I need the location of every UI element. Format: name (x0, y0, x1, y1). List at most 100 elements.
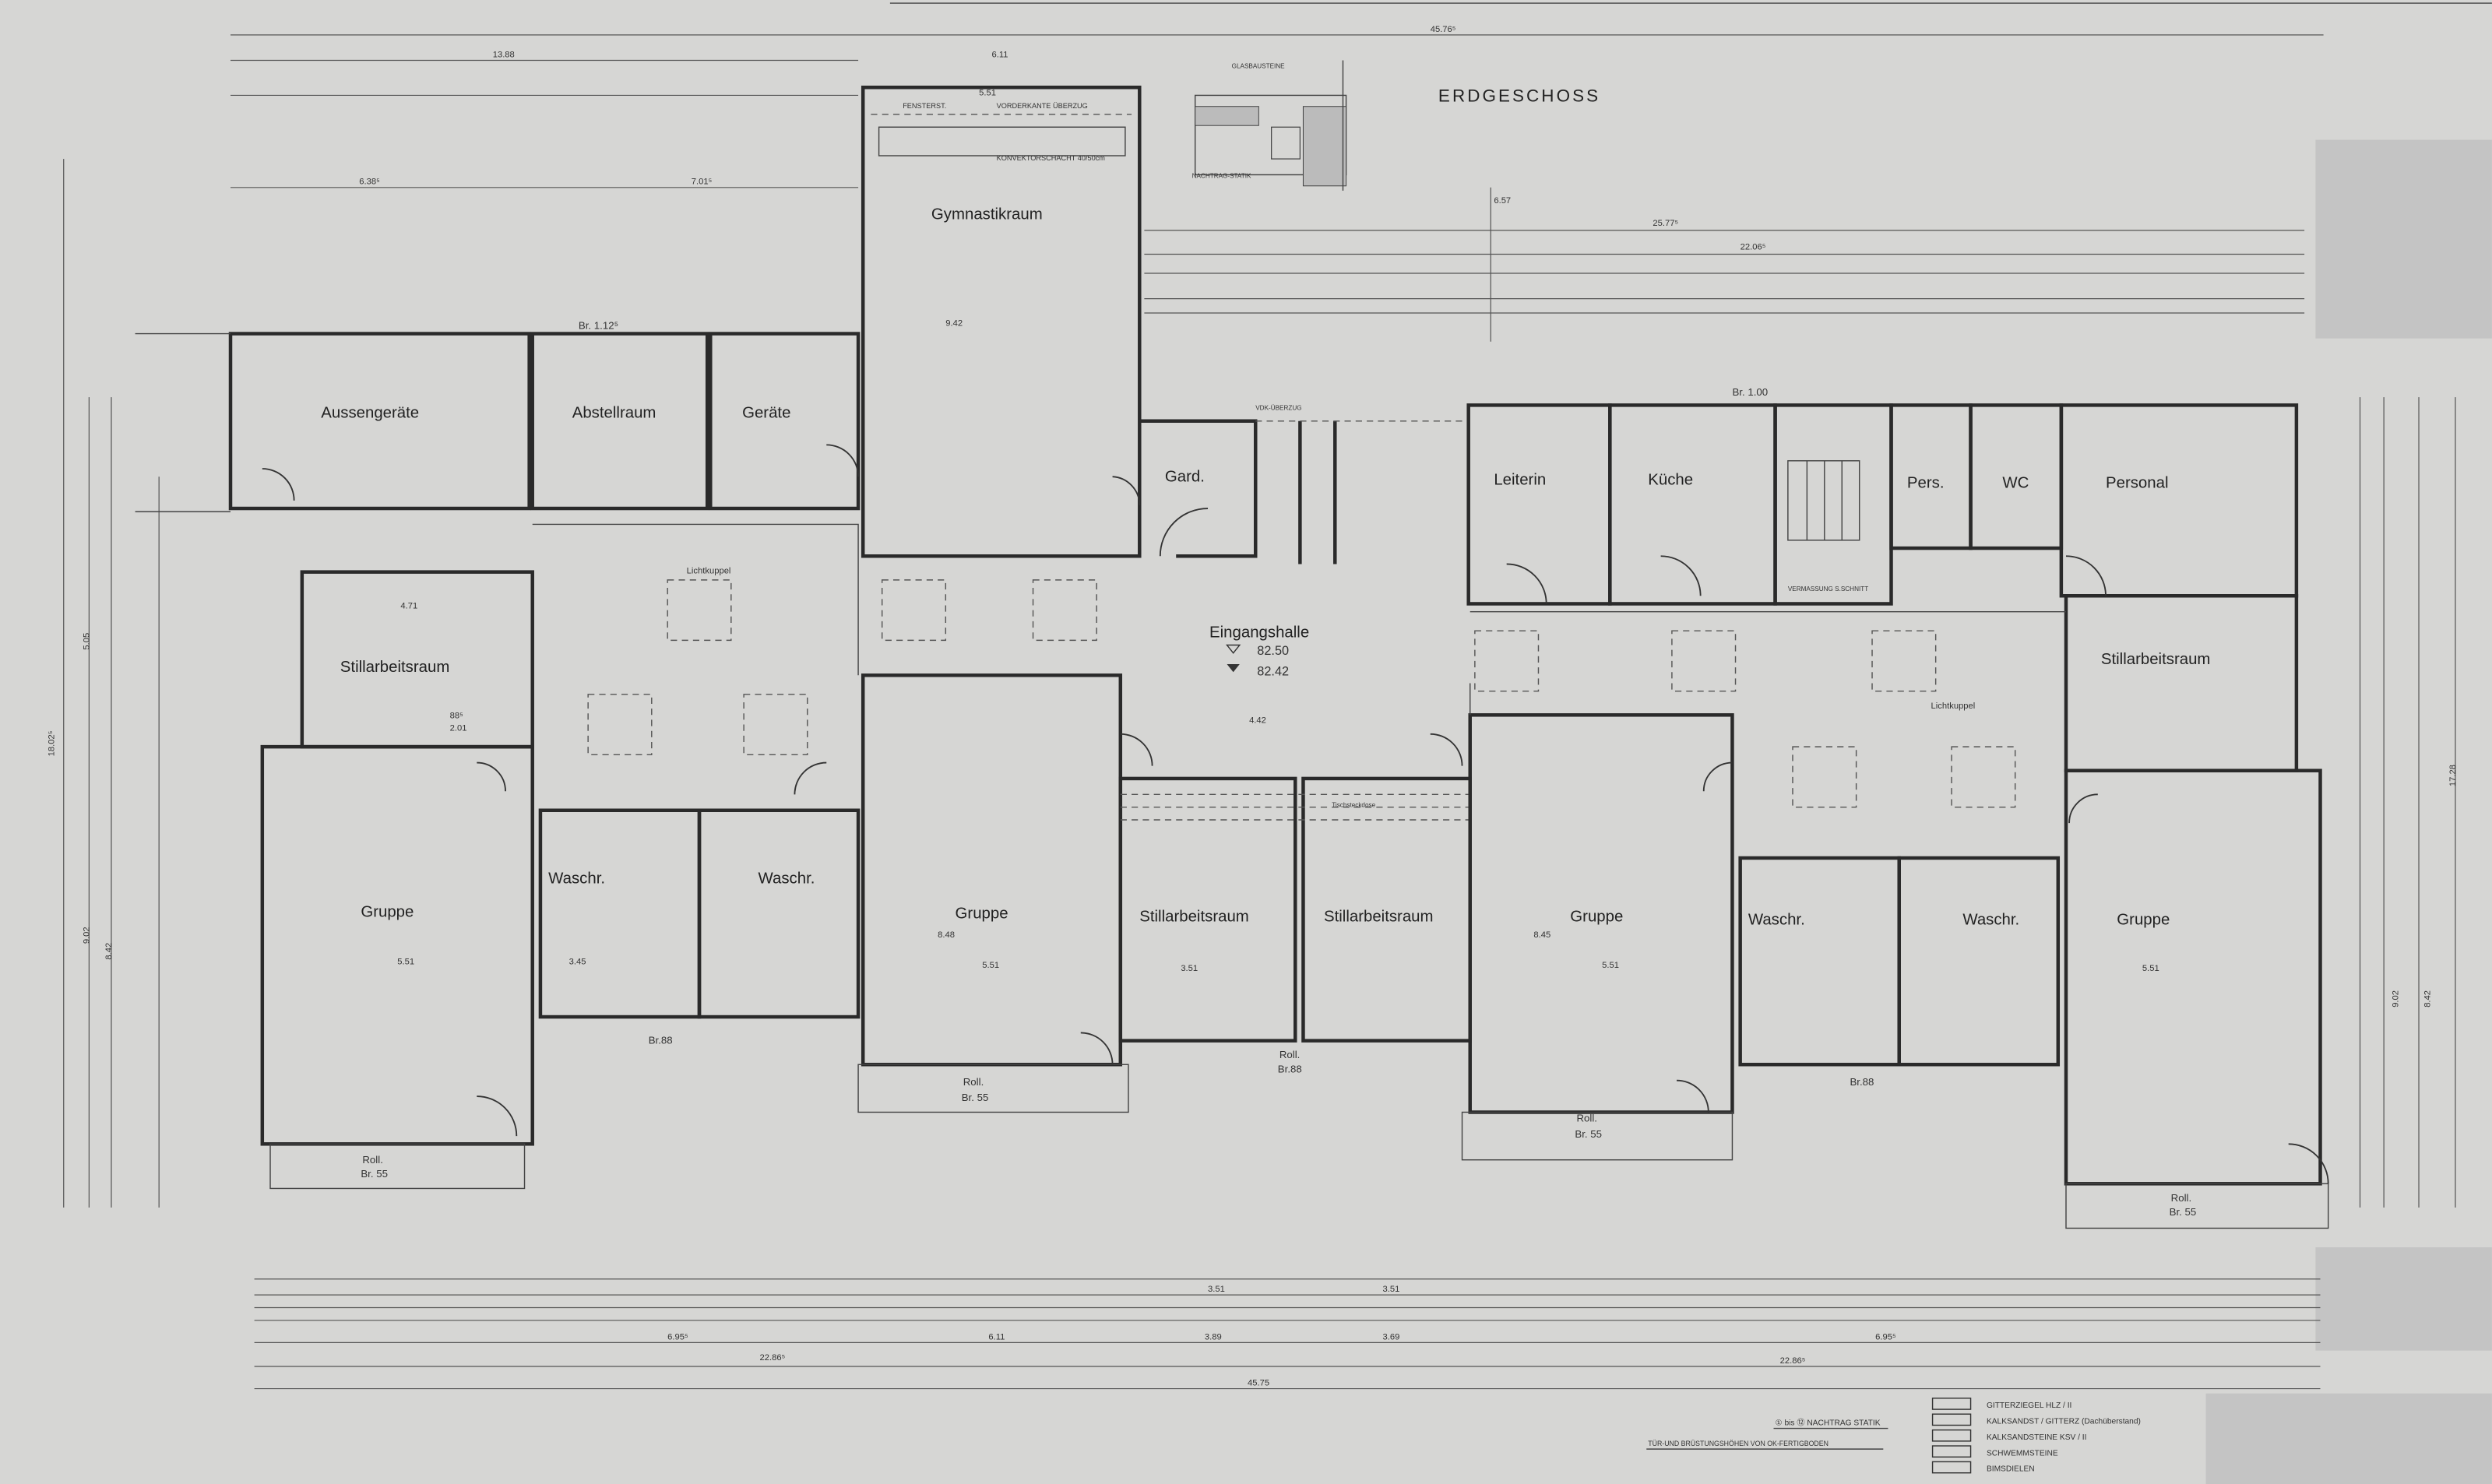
legend-item: SCHWEMMSTEINE (1987, 1449, 2058, 1458)
room-waschraum: Waschr. (759, 870, 815, 888)
dim-505: 5.05 (82, 633, 91, 650)
dim-845: 8.45 (1533, 930, 1550, 940)
dim-842r: 8.42 (2423, 990, 2432, 1008)
dim-902: 9.02 (82, 927, 91, 944)
dim-351b: 3.51 (1208, 1285, 1225, 1294)
room-waschraum: Waschr. (1962, 912, 2019, 929)
dim-345: 3.45 (569, 958, 586, 967)
lichtkuppel-label: Lichtkuppel (1931, 702, 1976, 711)
dim-638: 6.38⁵ (359, 178, 380, 187)
room-stillarbeitsraum: Stillarbeitsraum (340, 659, 450, 676)
room-stillarbeitsraum: Stillarbeitsraum (1324, 909, 1434, 926)
note-roll: Roll. (1576, 1113, 1597, 1124)
legend-item: GITTERZIEGEL HLZ / II (1987, 1401, 2071, 1410)
dim-695: 6.95⁵ (667, 1332, 688, 1342)
note-roll: Roll. (2171, 1192, 2192, 1204)
note-nachtrag: NACHTRAG-STATIK (1192, 173, 1251, 180)
room-gruppe: Gruppe (2117, 912, 2170, 929)
room-garderobe: Gard. (1165, 468, 1205, 485)
legend-item: BIMSDIELEN (1987, 1465, 2035, 1474)
note-vermassung: VERMASSUNG S.SCHNITT (1788, 586, 1868, 593)
dim-657: 6.57 (1494, 196, 1511, 206)
room-eingangshalle: Eingangshalle (1209, 624, 1309, 641)
room-kueche: Küche (1648, 471, 1693, 488)
dim-611b: 6.11 (988, 1332, 1005, 1342)
note-glasbausteine: GLASBAUSTEINE (1232, 63, 1286, 70)
dim-2577: 25.77⁵ (1653, 219, 1678, 228)
note-br55: Br. 55 (361, 1168, 388, 1180)
room-wc: WC (2002, 474, 2029, 491)
dim-551c: 5.51 (982, 961, 999, 970)
mask-patch (2315, 139, 2492, 339)
section-detail (1194, 60, 1347, 191)
room-stillarbeitsraum: Stillarbeitsraum (2101, 651, 2211, 668)
dim-total-bottom: 45.75 (1248, 1378, 1269, 1387)
room-geraete: Geräte (742, 405, 790, 422)
dim-471: 4.71 (400, 602, 417, 611)
dim-848: 8.48 (938, 930, 955, 940)
dim-1388: 13.88 (493, 50, 515, 59)
dim-942: 9.42 (945, 318, 963, 328)
note-fenster: FENSTERST. (903, 102, 946, 110)
dim-902r: 9.02 (2391, 990, 2400, 1008)
note-vorderkante: VORDERKANTE ÜBERZUG (997, 102, 1088, 110)
dim-2286: 22.86⁵ (760, 1353, 786, 1363)
room-gruppe: Gruppe (956, 906, 1008, 923)
room-abstellraum: Abstellraum (572, 405, 656, 422)
room-gruppe: Gruppe (1570, 909, 1623, 926)
note-roll: Roll. (1279, 1049, 1301, 1060)
legend-item: KALKSANDST / GITTERZ (Dachüberstand) (1987, 1417, 2141, 1426)
room-waschraum: Waschr. (1748, 912, 1805, 929)
dim-389: 3.89 (1205, 1332, 1222, 1342)
dimension-lines-sides (63, 159, 2456, 1208)
dim-695b: 6.95⁵ (1875, 1332, 1896, 1342)
note-konvektor: KONVEKTORSCHACHT 40/50cm (997, 154, 1106, 162)
note-br-112: Br. 1.12⁵ (579, 319, 618, 331)
note-statik: ① bis ⑫ NACHTRAG STATIK (1776, 1418, 1881, 1427)
room-aussengeraete: Aussengeräte (321, 405, 419, 422)
dim-2206: 22.06⁵ (1741, 242, 1766, 251)
notes: ① bis ⑫ NACHTRAG STATIK TÜR-UND BRÜSTUNG… (1646, 1418, 1888, 1450)
note-br55: Br. 55 (1575, 1128, 1602, 1140)
dimension-lines-top (231, 34, 2324, 342)
dim-551: 5.51 (979, 88, 996, 97)
plan-title: ERDGESCHOSS (1438, 86, 1600, 106)
annotations: FENSTERST. VORDERKANTE ÜBERZUG KONVEKTOR… (361, 63, 2196, 1218)
room-gruppe: Gruppe (361, 903, 414, 920)
mask-patch (2315, 1247, 2492, 1351)
note-br88: Br.88 (1850, 1076, 1874, 1088)
walls (135, 85, 2329, 1229)
dim-1802: 18.02⁵ (47, 731, 56, 757)
dim-611: 6.11 (991, 50, 1008, 59)
note-roll: Roll. (963, 1076, 984, 1088)
dimension-lines-bottom (254, 1278, 2321, 1390)
note-br88: Br.88 (649, 1035, 673, 1046)
dim-842: 8.42 (104, 943, 114, 960)
material-legend: GITTERZIEGEL HLZ / II KALKSANDST / GITTE… (1931, 1398, 2141, 1474)
note-br55: Br. 55 (962, 1092, 989, 1103)
elevation-marker (1226, 644, 1241, 673)
dim-701: 7.01⁵ (692, 178, 713, 187)
dim-885: 88⁵ (450, 711, 463, 720)
legend-item: KALKSANDSTEINE KSV / II (1987, 1433, 2087, 1442)
lichtkuppel-label: Lichtkuppel (687, 567, 731, 576)
note-tischsteckdose: Tischsteckdose (1332, 802, 1375, 809)
note-br55: Br. 55 (2170, 1206, 2197, 1218)
note-tuer: TÜR-UND BRÜSTUNGSHÖHEN VON OK-FERTIGBODE… (1648, 1440, 1829, 1447)
room-waschraum: Waschr. (548, 870, 605, 888)
dim-369: 3.69 (1382, 1332, 1399, 1342)
dim-351c: 3.51 (1382, 1285, 1399, 1294)
room-leiterin: Leiterin (1494, 471, 1546, 488)
note-br88: Br.88 (1278, 1063, 1302, 1074)
dim-351: 3.51 (1181, 964, 1198, 973)
room-pers: Pers. (1907, 474, 1945, 491)
mask-patch (2205, 1393, 2492, 1484)
dimension-texts: 45.76⁵ 13.88 6.11 5.51 6.38⁵ 7.01⁵ 6.57 … (47, 25, 2457, 1388)
dim-2286b: 22.86⁵ (1780, 1356, 1806, 1366)
note-br-100: Br. 1.00 (1732, 386, 1768, 398)
skylights (587, 579, 2016, 808)
hall-height: 4.42 (1249, 716, 1266, 726)
room-gymnastikraum: Gymnastikraum (931, 206, 1043, 223)
note-vdk: VDK-ÜBERZUG (1255, 403, 1301, 411)
